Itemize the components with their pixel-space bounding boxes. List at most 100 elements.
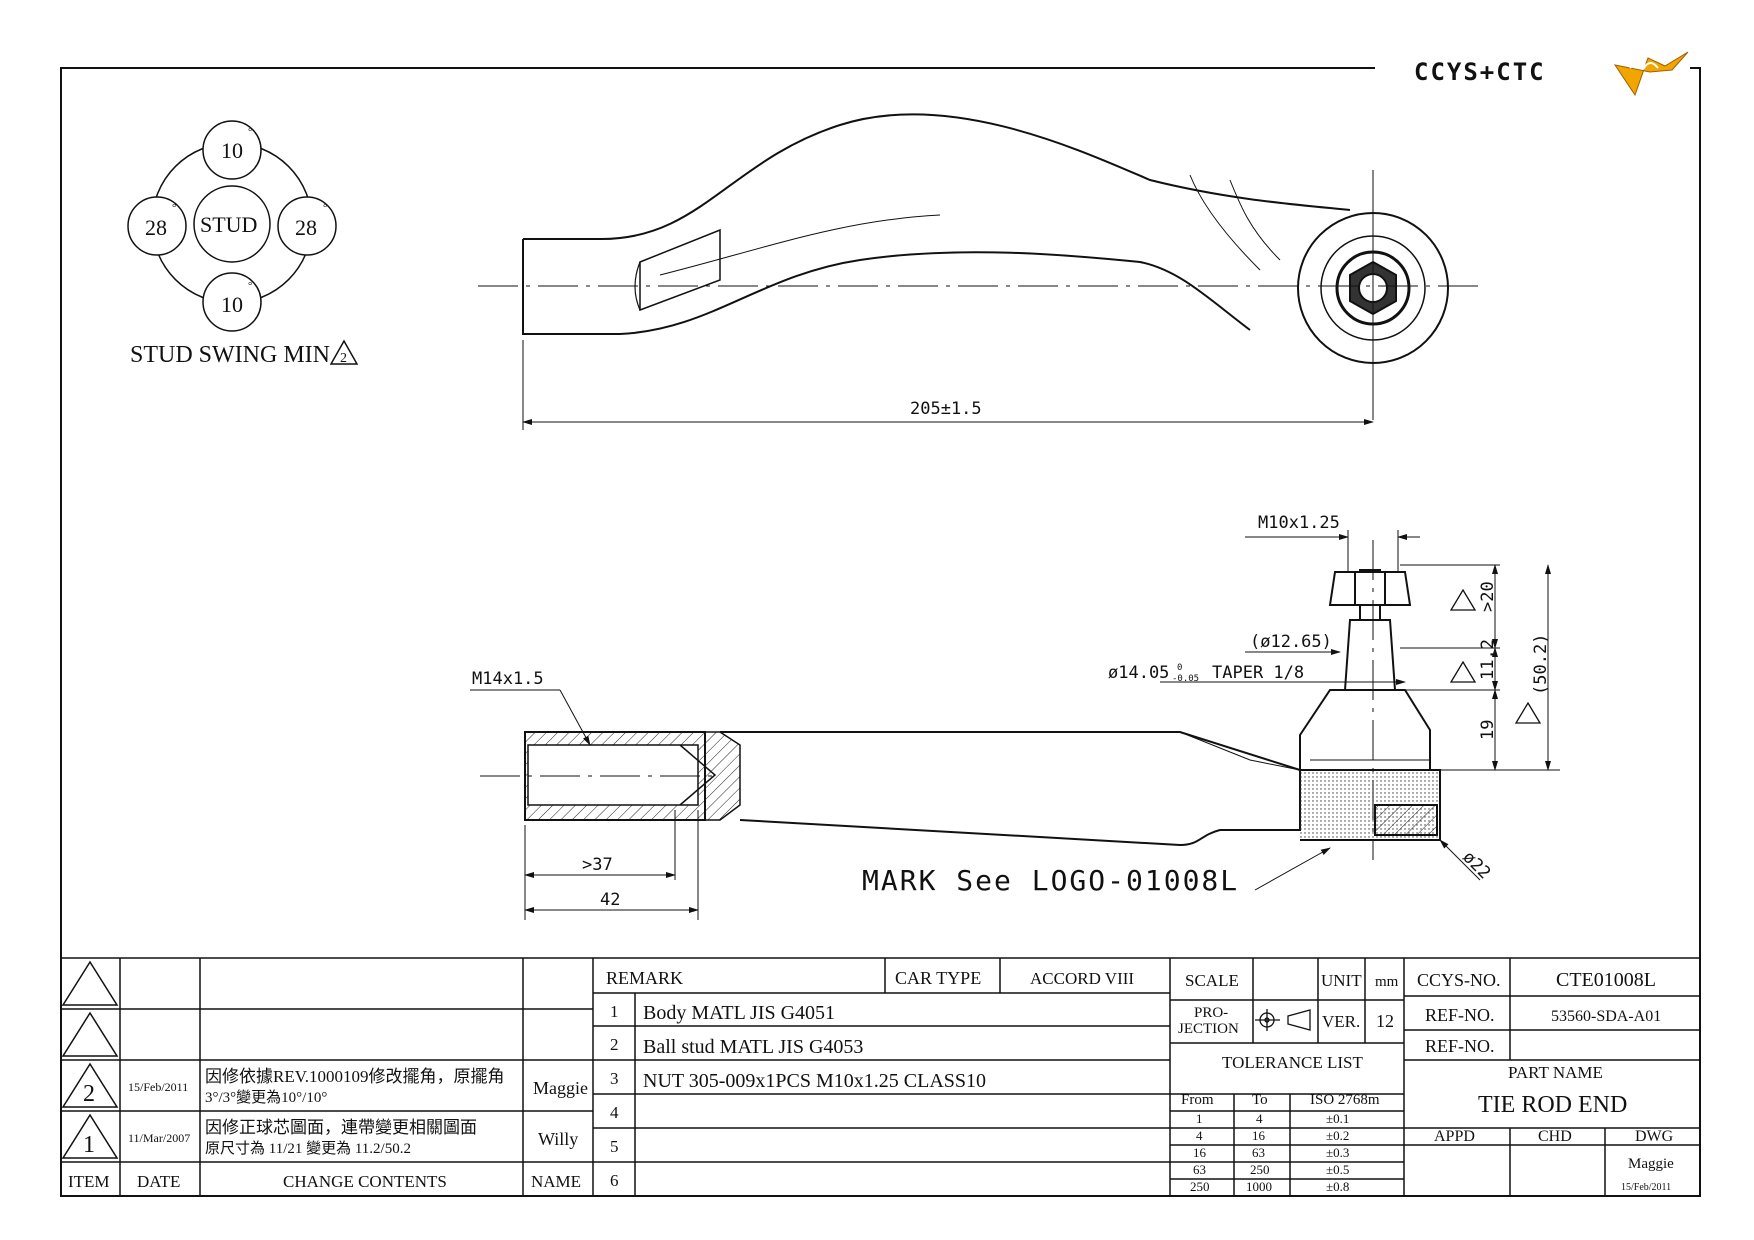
taper-diameter: ø14.05 [1108, 663, 1169, 683]
swing-bottom-value: 10 [221, 292, 243, 317]
revision-contents-line1: 因修依據REV.1000109修改擺角，原擺角 [205, 1067, 505, 1086]
drawing-text: 4 [1196, 1128, 1203, 1143]
ball-diameter: ø22 [1458, 847, 1494, 883]
car-type-label: CAR TYPE [895, 968, 981, 988]
drawing-text: ±0.1 [1326, 1111, 1349, 1126]
swing-top-value: 10 [221, 138, 243, 163]
drawing-text: CCYS+CTC [1414, 58, 1546, 86]
part-name: TIE ROD END [1478, 1092, 1627, 1118]
ref-no-label: REF-NO. [1425, 1005, 1495, 1025]
drawing-text: 4 [1256, 1111, 1263, 1126]
drawing-text: 250 [1250, 1162, 1270, 1177]
top-view-length-dimension [522, 340, 1374, 430]
side-view-centerline [480, 540, 1374, 860]
taper-ratio: TAPER 1/8 [1212, 663, 1304, 683]
remark-item: Body MATL JIS G4051 [643, 1002, 835, 1024]
header-change-contents: CHANGE CONTENTS [283, 1172, 447, 1191]
drawing-text: 5 [610, 1137, 619, 1156]
revision-triangle-2-icon: 2 [329, 339, 359, 366]
revision-table: 2 15/Feb/2011 因修依據REV.1000109修改擺角，原擺角 3°… [68, 1067, 588, 1191]
dimension-37: >37 [582, 855, 613, 875]
taper-tol-upper: 0 [1177, 663, 1182, 673]
ref-no-label-2: REF-NO. [1425, 1036, 1495, 1056]
drawn-date: 15/Feb/2011 [1621, 1182, 1671, 1193]
revision-date: 15/Feb/2011 [128, 1080, 188, 1094]
drawing-text: ISO 2768m [1310, 1092, 1380, 1108]
drawing-text: To [1252, 1092, 1268, 1108]
version-value: 12 [1376, 1011, 1394, 1031]
drawing-text: 63 [1252, 1145, 1265, 1160]
title-block-info: SCALE UNIT mm PRO- JECTION VER. 12 TOLER… [1178, 971, 1399, 1072]
length-dimension: 205±1.5 [910, 399, 982, 419]
top-view [522, 113, 1449, 420]
version-label: VER. [1322, 1012, 1360, 1031]
dimension-50-2: (50.2) [1531, 634, 1551, 695]
drawing-text: 3 [610, 1069, 619, 1088]
drawing-text: ° [248, 126, 252, 138]
part-name-label: PART NAME [1508, 1063, 1603, 1082]
checked-label: CHD [1538, 1128, 1572, 1145]
side-view-rev-triangles [1449, 588, 1542, 724]
drawn-label: DWG [1635, 1128, 1674, 1145]
drawing-text: 6 [610, 1171, 619, 1190]
drawing-text: 1000 [1246, 1179, 1272, 1194]
tolerance-title: TOLERANCE LIST [1222, 1053, 1363, 1072]
revision-item: 1 [83, 1132, 95, 1158]
drawing-text: 1 [610, 1002, 619, 1021]
drawing-border [60, 67, 1701, 1197]
title-block-triangles [61, 960, 119, 1159]
drawing-text: 16 [1193, 1145, 1207, 1160]
dimension-19: 19 [1478, 720, 1498, 740]
drawing-text: 2 [340, 351, 347, 366]
drawing-text: ° [323, 202, 327, 214]
taper-ref-diameter: (ø12.65) [1250, 632, 1332, 652]
car-type-value: ACCORD VIII [1030, 969, 1134, 988]
ccys-no-label: CCYS-NO. [1417, 970, 1501, 990]
drawing-text: 2 [610, 1035, 619, 1054]
mark-note: MARK See LOGO-01008L [862, 864, 1239, 897]
dimension-20: >20 [1478, 581, 1498, 612]
drawing-text: ±0.5 [1326, 1162, 1349, 1177]
stud-swing-diagram [127, 120, 337, 332]
taper-tol-lower: -0.05 [1172, 674, 1199, 684]
stud-swing-labels: 10 ° 10 ° 28 ° 28 ° STUD STUD SWING MIN [130, 126, 330, 368]
drawing-text: 4 [610, 1103, 619, 1122]
scale-label: SCALE [1185, 971, 1239, 990]
projection-symbol-icon [1255, 1009, 1311, 1031]
ccys-no-value: CTE01008L [1556, 969, 1656, 991]
revision-contents-line1: 因修正球芯圖面，連帶變更相關圖面 [205, 1118, 477, 1137]
drawing-text: JECTION [1178, 1021, 1239, 1037]
drawn-by: Maggie [1628, 1156, 1674, 1172]
revision-contents-line2: 原尺寸為 11/21 變更為 11.2/50.2 [205, 1140, 411, 1157]
approved-label: APPD [1434, 1128, 1475, 1145]
drawing-text: 1 [1196, 1111, 1203, 1126]
revision-name: Willy [538, 1129, 578, 1149]
drawing-text: ±0.3 [1326, 1145, 1349, 1160]
header-name: NAME [531, 1172, 581, 1191]
swing-right-value: 28 [295, 215, 317, 240]
part-info: CCYS-NO. CTE01008L REF-NO. 53560-SDA-A01… [1417, 969, 1674, 1193]
ref-no-value: 53560-SDA-A01 [1551, 1008, 1661, 1025]
remarks-table: REMARK CAR TYPE ACCORD VIII 1 Body MATL … [606, 968, 1134, 1190]
tolerance-table: From To ISO 2768m 1 4 ±0.1 4 16 ±0.2 16 … [1181, 1092, 1380, 1194]
header-item: ITEM [68, 1172, 110, 1191]
remark-item: Ball stud MATL JIS G4053 [643, 1036, 863, 1058]
drawing-text: ±0.2 [1326, 1128, 1349, 1143]
swing-center-label: STUD [200, 212, 257, 237]
drawing-text: 16 [1252, 1128, 1266, 1143]
drawing-text: 250 [1190, 1179, 1210, 1194]
stud-thread-label: M10x1.25 [1258, 513, 1340, 533]
unit-value: mm [1375, 974, 1399, 990]
unit-label: UNIT [1321, 971, 1362, 990]
projection-label: PRO- [1194, 1005, 1228, 1021]
dimension-42: 42 [600, 890, 620, 910]
side-view-dimensions [470, 530, 1560, 920]
swing-left-value: 28 [145, 215, 167, 240]
drawing-text: 63 [1193, 1162, 1206, 1177]
company-logo: CCYS+CTC [1414, 51, 1689, 97]
body-thread-label: M14x1.5 [472, 669, 544, 689]
side-view [524, 569, 1441, 847]
revision-item: 2 [83, 1081, 95, 1107]
header-date: DATE [137, 1172, 180, 1191]
